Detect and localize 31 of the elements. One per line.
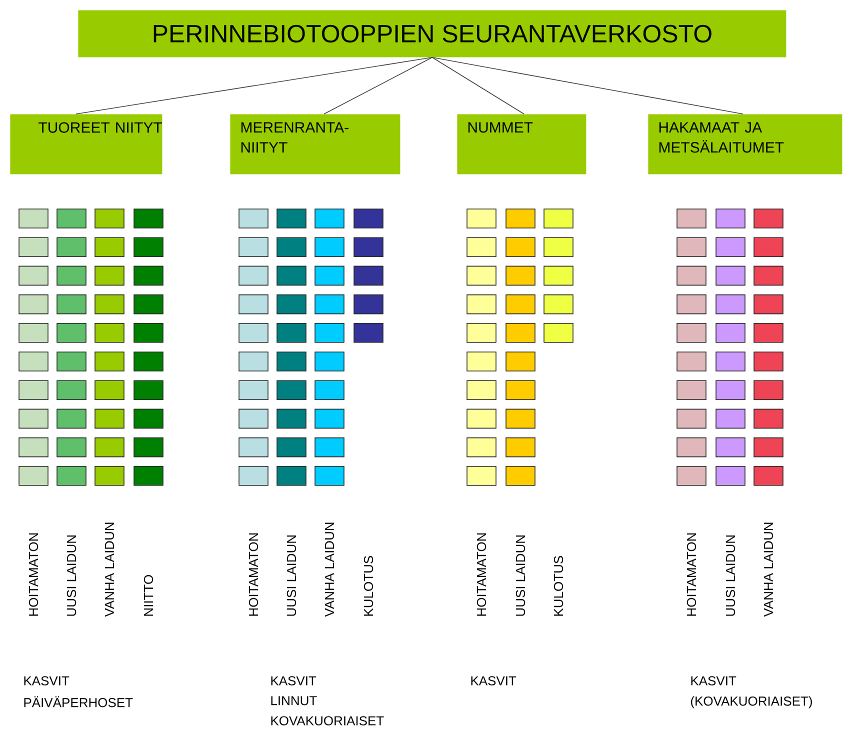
group-note: KASVIT xyxy=(24,676,70,686)
group-note: KASVIT xyxy=(271,676,316,686)
column-label: HOITAMATON xyxy=(476,533,486,616)
group-note: KASVIT xyxy=(691,676,736,686)
connector-line xyxy=(324,57,433,114)
group-note: PÄIVÄPERHOSET xyxy=(24,696,133,708)
category-box: PERINNEBIOTOOPPIEN SEURANTAVERKOSTO xyxy=(78,10,786,58)
column-label: VANHA LAIDUN xyxy=(764,522,774,617)
category-box: NUMMET xyxy=(457,114,586,174)
connector-line xyxy=(432,57,744,114)
category-box: MERENRANTA- NIITYT xyxy=(230,114,400,174)
column-label: UUSI LAIDUN xyxy=(726,536,736,616)
group-note: (KOVAKUORIAISET) xyxy=(691,696,812,708)
column-label: HOITAMATON xyxy=(28,533,38,616)
column-label: VANHA LAIDUN xyxy=(104,522,114,617)
column-label: HOITAMATON xyxy=(248,533,258,616)
column-label: HOITAMATON xyxy=(686,533,696,616)
category-box: HAKAMAAT JA METSÄLAITUMET xyxy=(648,114,842,174)
column-label: UUSI LAIDUN xyxy=(286,536,296,616)
category-box: TUOREET NIITYT xyxy=(10,114,162,174)
group-note: KOVAKUORIAISET xyxy=(271,716,384,726)
column-label: KULOTUS xyxy=(554,556,564,616)
connector-line xyxy=(76,57,433,114)
column-label: UUSI LAIDUN xyxy=(66,536,76,616)
group-note: LINNUT xyxy=(271,696,317,706)
connector-line xyxy=(432,57,524,114)
column-label: VANHA LAIDUN xyxy=(324,522,334,617)
group-note: KASVIT xyxy=(471,676,516,686)
column-label: KULOTUS xyxy=(364,556,374,616)
column-label: UUSI LAIDUN xyxy=(516,536,526,616)
column-label: NIITTO xyxy=(144,575,154,616)
